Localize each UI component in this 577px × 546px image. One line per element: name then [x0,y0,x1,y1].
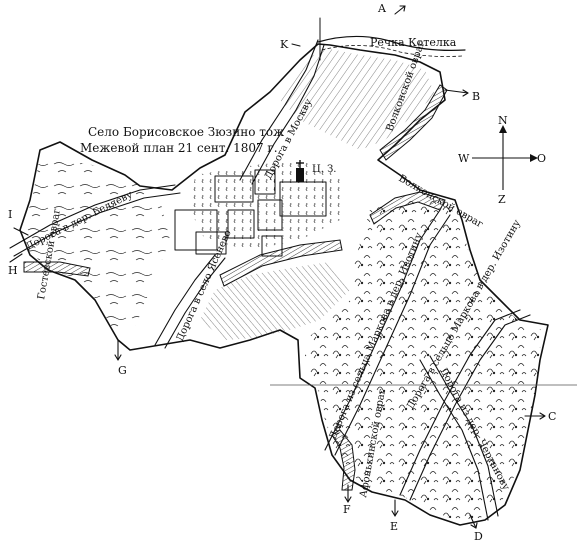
point-c: C [548,410,556,423]
road-izotino-line [399,309,531,501]
river-kotelka [317,35,466,51]
boundary-arrows [9,5,546,529]
southern-strip [200,262,350,340]
road-belyaevo-line [9,184,181,257]
point-g: G [118,364,127,377]
ravine-volkonsky-lower [369,191,446,225]
point-d: D [474,530,483,543]
point-h: H [8,264,18,277]
point-k: K [280,38,289,51]
point-b: B [472,90,480,103]
estate-boundary [19,43,549,526]
ravine-central [219,239,343,287]
map-title-line2: Межевой план 21 сент. 1807 г. [80,141,278,155]
compass-west: W [458,152,470,165]
compass-east: O [537,152,546,165]
north-strip [280,48,435,150]
road-markovo-line [324,209,451,456]
point-f: F [343,503,351,516]
eastern-woodland [305,195,542,520]
label-river-kotelka: Речка Котелка [370,36,457,49]
compass-north: N [498,114,508,127]
compass-south: Z [498,193,506,206]
ravine-gostevsky [23,261,91,277]
road-yasenevo-line [154,254,226,349]
label-church: Ц. З. [312,164,337,175]
church-icon [296,160,304,182]
map-title-line1: Село Борисовское Зюзино тож [88,125,284,139]
river-kotelka-bank [321,45,463,57]
point-a: A [377,2,387,15]
road-chertanovo-line [419,355,499,521]
point-e: E [390,520,398,533]
compass-rose: N Z W O [458,114,546,206]
ravine-afonkinsky [331,429,356,491]
village-plots [174,169,327,257]
point-i: I [8,208,12,221]
road-moscow-line [239,17,325,185]
